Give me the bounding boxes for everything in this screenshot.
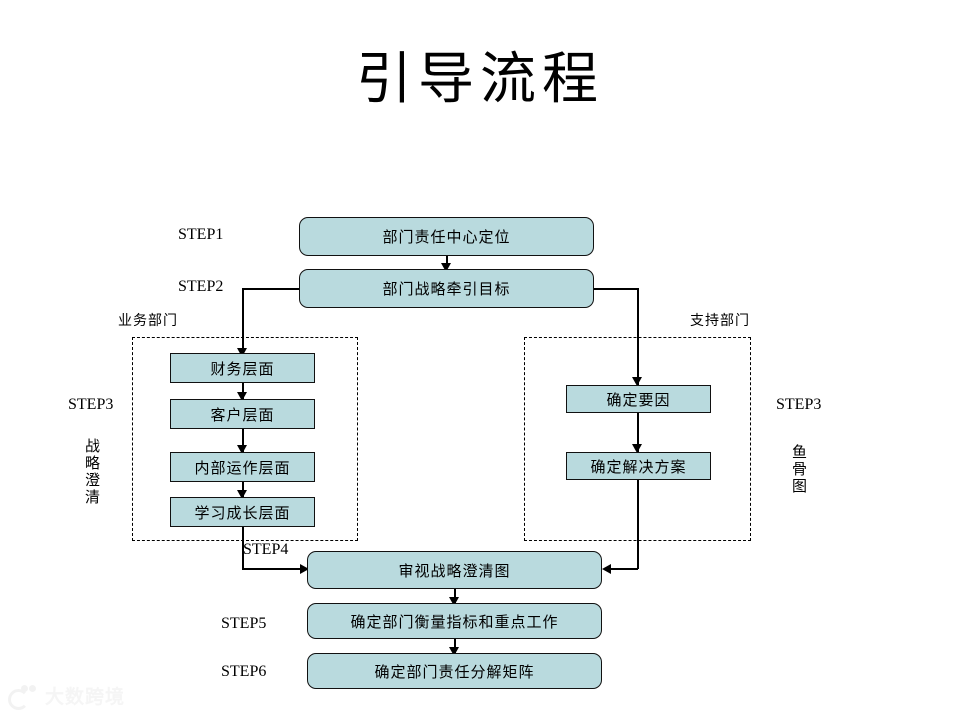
step4-label: STEP4 — [243, 541, 289, 558]
connector-n4-to-n5-arrow — [449, 597, 459, 606]
connector-left1-to-left2-line — [242, 383, 244, 400]
connector-n1-to-n2-arrow — [441, 263, 451, 272]
connector-n2-to-left-arrow — [237, 348, 247, 357]
connector-left3-to-left4-line — [242, 481, 244, 498]
watermark: 大数跨境 — [8, 682, 126, 710]
connector-n1-to-n2-line — [446, 256, 448, 267]
connector-left4-to-n4-arrow — [300, 564, 309, 574]
node-left-customer-box[interactable]: 客户层面 — [170, 399, 315, 429]
node-step6-box[interactable]: 确定部门责任分解矩阵 — [307, 653, 602, 689]
node-step2-box[interactable]: 部门战略牵引目标 — [299, 269, 594, 308]
connector-n4-to-n5-line — [454, 589, 456, 603]
step3-right-side-label: 鱼骨图 — [790, 444, 808, 495]
step6-label: STEP6 — [221, 663, 267, 680]
node-right-determine-solution-box[interactable]: 确定解决方案 — [566, 452, 711, 480]
step2-label: STEP2 — [178, 278, 224, 295]
connector-right2-to-n4-horizontal — [610, 568, 638, 570]
step3-right-label: STEP3 — [776, 396, 822, 413]
connector-right1-to-right2-arrow — [632, 444, 642, 453]
node-left-finance-box[interactable]: 财务层面 — [170, 353, 315, 383]
connector-right2-to-n4-vertical — [637, 480, 639, 569]
connector-n2-to-right-arrow — [632, 377, 642, 386]
connector-n2-to-right-vertical — [637, 288, 639, 385]
connector-right1-to-right2-line — [637, 412, 639, 460]
connector-n5-to-n6-arrow — [449, 647, 459, 656]
node-left-learning-growth-box[interactable]: 学习成长层面 — [170, 497, 315, 527]
step3-left-side-label: 战略澄清 — [83, 438, 101, 506]
group-label-business-department: 业务部门 — [118, 313, 178, 329]
connector-left2-to-left3-arrow — [237, 445, 247, 454]
connector-n2-to-left-vertical — [242, 288, 244, 353]
step3-left-label: STEP3 — [68, 396, 114, 413]
watermark-text: 大数跨境 — [45, 686, 126, 708]
connector-left4-to-n4-vertical — [242, 526, 244, 569]
node-step5-box[interactable]: 确定部门衡量指标和重点工作 — [307, 603, 602, 639]
connector-n2-to-left-horizontal — [242, 288, 300, 290]
connector-left1-to-left2-arrow — [237, 392, 247, 401]
connector-left4-to-n4-horizontal — [242, 568, 306, 570]
node-left-internal-operations-box[interactable]: 内部运作层面 — [170, 452, 315, 482]
page-title: 引导流程 — [356, 47, 604, 112]
group-label-support-department: 支持部门 — [690, 313, 750, 329]
connector-left2-to-left3-line — [242, 428, 244, 453]
node-right-identify-factors-box[interactable]: 确定要因 — [566, 385, 711, 413]
node-step4-box[interactable]: 审视战略澄清图 — [307, 551, 602, 589]
connector-n5-to-n6-line — [454, 639, 456, 653]
step1-label: STEP1 — [178, 226, 224, 243]
connector-right2-to-n4-arrow — [602, 564, 611, 574]
group-business-department — [132, 337, 358, 541]
node-step1-box[interactable]: 部门责任中心定位 — [299, 217, 594, 256]
step5-label: STEP5 — [221, 615, 267, 632]
connector-n2-to-right-horizontal — [594, 288, 638, 290]
watermark-logo-icon — [8, 684, 38, 710]
connector-left3-to-left4-arrow — [237, 490, 247, 499]
